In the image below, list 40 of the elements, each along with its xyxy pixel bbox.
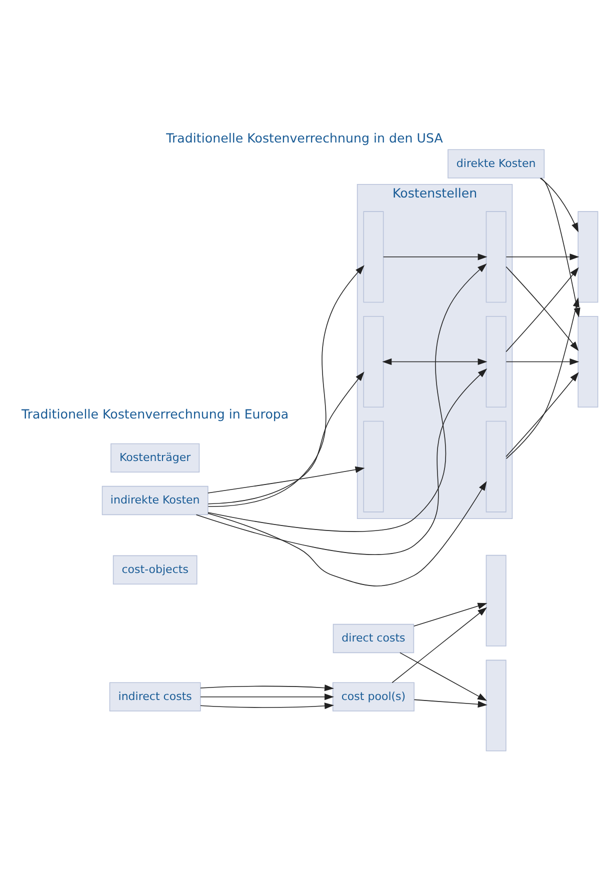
diagram-title: Traditionelle Kostenverrechnung in den USA [166,130,443,146]
arrow [540,178,580,318]
arrow [382,358,488,366]
node-bar [486,420,506,512]
arrow [392,607,488,684]
node-box: direkte Kosten [448,149,545,178]
arrow [208,265,364,507]
arrow [540,178,579,232]
node-bar [486,211,506,303]
arrow [506,297,580,459]
arrow [400,652,488,701]
node-box: direct costs [332,624,414,654]
node-box: Kostenträger [110,443,200,473]
label: Traditionelle Kostenverrechnung in Europa [22,406,289,422]
arrow [208,263,487,532]
arrow [382,254,488,260]
arrow [200,684,334,692]
node-box: cost pool(s) [332,682,414,712]
node-bar [578,211,598,303]
node-bar [486,660,506,752]
arrow [414,602,488,626]
arrow [414,699,488,708]
node-bar [363,420,384,512]
node-box: indirekte Kosten [102,486,208,516]
node-bar [486,316,506,408]
node-bar [486,554,506,646]
node-box: cost-objects [112,555,198,584]
arrow [208,481,487,586]
arrow [208,372,364,504]
arrow [208,466,365,494]
arrow [506,254,580,260]
node-bar [363,316,384,408]
node-box: indirect costs [109,682,201,712]
arrow [506,372,579,457]
node-bar [363,211,384,303]
arrow [200,694,334,700]
node-bar [578,316,598,408]
arrow [506,358,580,366]
arrow [200,702,334,710]
arrow [196,368,488,555]
